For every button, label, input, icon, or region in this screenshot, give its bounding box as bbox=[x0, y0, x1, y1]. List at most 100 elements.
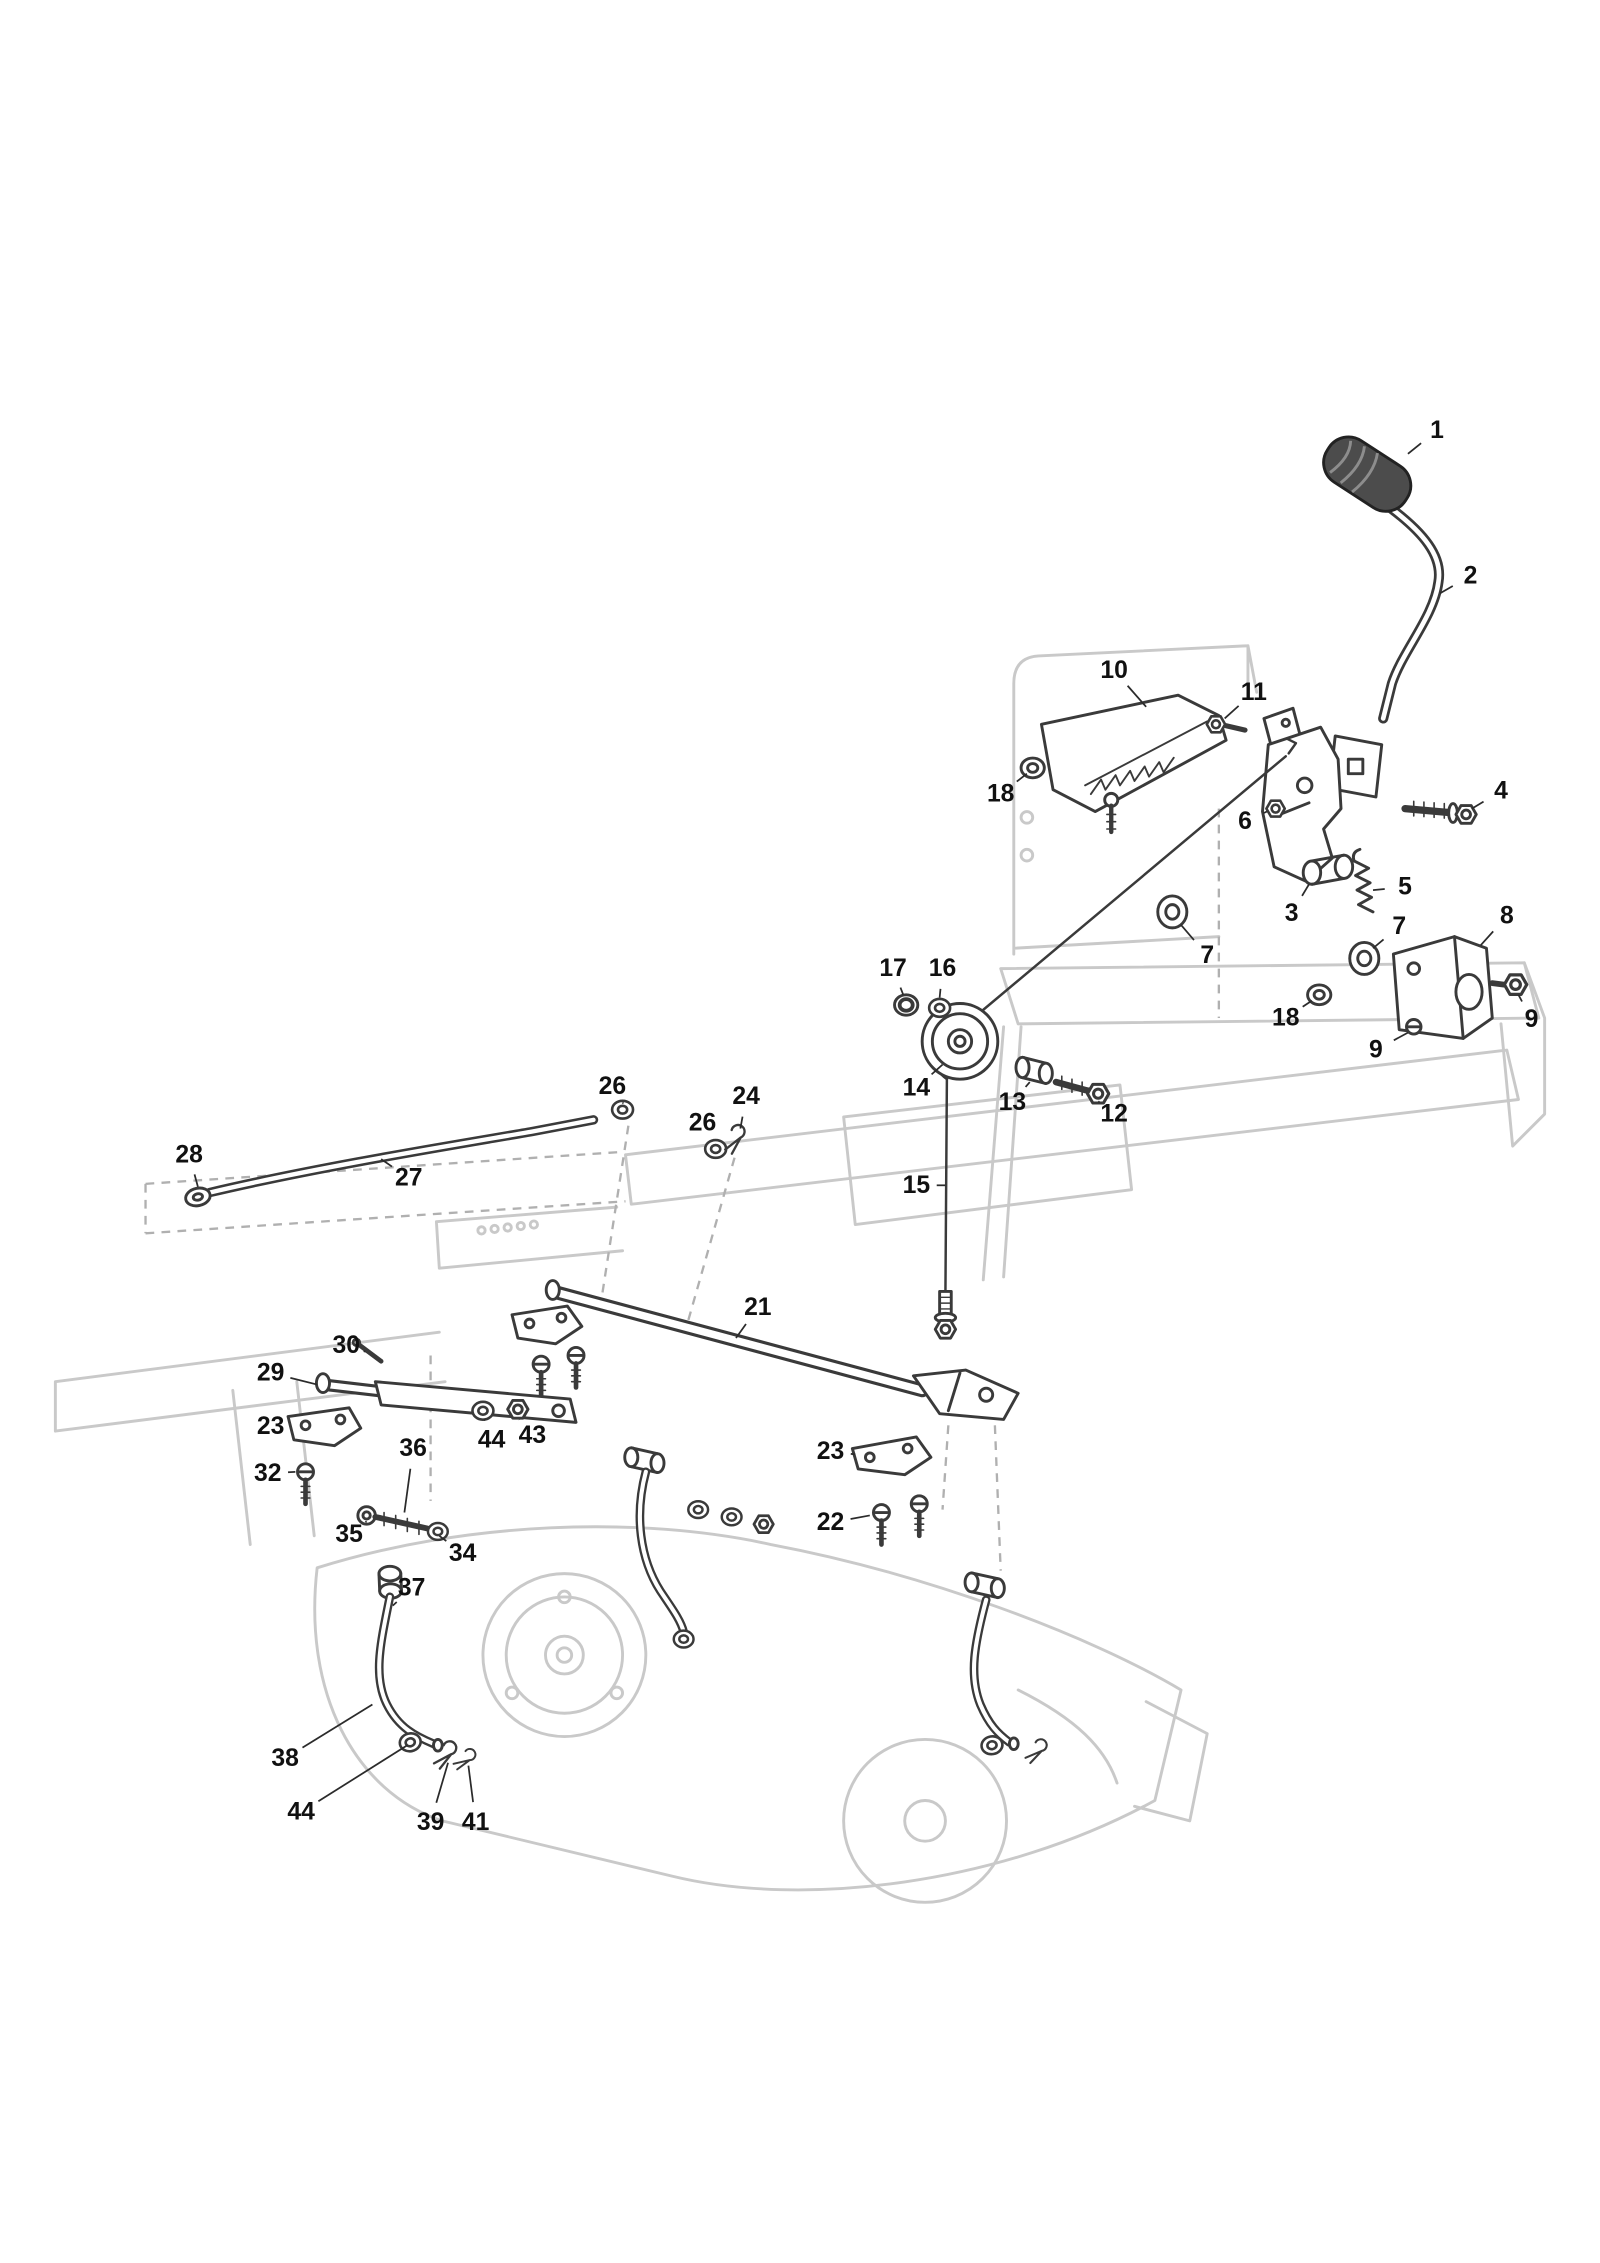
washer-26-lower bbox=[703, 1138, 728, 1160]
part-label-37: 37 bbox=[398, 1575, 426, 1602]
leader-layer bbox=[193, 442, 1523, 1804]
leader-line-24 bbox=[739, 1116, 744, 1129]
lever-bracket-assembly bbox=[1261, 706, 1384, 886]
leader-line-7 bbox=[1180, 924, 1195, 941]
part-label-43: 43 bbox=[519, 1422, 547, 1449]
part-label-44: 44 bbox=[287, 1799, 315, 1826]
leader-line-4 bbox=[1471, 800, 1484, 810]
screw-22-b bbox=[911, 1496, 927, 1536]
part-label-17: 17 bbox=[879, 955, 907, 982]
screw-22-middle-a bbox=[533, 1356, 549, 1396]
part-label-44: 44 bbox=[478, 1426, 506, 1453]
part-label-34: 34 bbox=[449, 1540, 477, 1567]
leader-line-16 bbox=[938, 988, 942, 998]
leader-line-36 bbox=[403, 1468, 412, 1513]
bracket-23-right bbox=[850, 1435, 933, 1477]
support-bracket-8 bbox=[1391, 935, 1494, 1040]
leader-line-13 bbox=[1024, 1081, 1031, 1088]
part-label-26: 26 bbox=[599, 1073, 627, 1100]
leader-line-18 bbox=[1016, 773, 1028, 783]
bolt-4 bbox=[1401, 800, 1478, 825]
part-label-16: 16 bbox=[929, 955, 956, 982]
screw-22-a bbox=[873, 1505, 889, 1545]
leader-line-18 bbox=[1302, 999, 1313, 1008]
part-label-9: 9 bbox=[1525, 1006, 1539, 1033]
part-label-5: 5 bbox=[1398, 874, 1412, 901]
leader-line-44 bbox=[317, 1744, 408, 1803]
leader-line-11 bbox=[1224, 705, 1240, 720]
part-label-36: 36 bbox=[399, 1435, 427, 1462]
construction-dashed-lines bbox=[429, 1125, 1002, 1571]
bracket-23-left bbox=[286, 1406, 363, 1448]
lift-lever-rod bbox=[1378, 503, 1445, 724]
bolt-9-right bbox=[1489, 973, 1529, 996]
bolt-12 bbox=[1052, 1075, 1111, 1105]
part-label-38: 38 bbox=[271, 1745, 299, 1772]
part-label-32: 32 bbox=[254, 1460, 281, 1487]
part-label-9: 9 bbox=[1369, 1037, 1383, 1064]
part-label-7: 7 bbox=[1392, 913, 1406, 940]
leader-line-22 bbox=[850, 1514, 870, 1520]
part-label-18: 18 bbox=[1272, 1005, 1299, 1032]
leader-line-35 bbox=[364, 1520, 368, 1523]
washer-44-upper bbox=[471, 1400, 495, 1421]
part-label-11: 11 bbox=[1241, 679, 1267, 706]
leader-line-26 bbox=[621, 1101, 625, 1105]
link-rod-middle bbox=[623, 1446, 775, 1649]
leader-line-9 bbox=[1517, 994, 1523, 1002]
leader-line-34 bbox=[438, 1535, 447, 1542]
part-label-35: 35 bbox=[335, 1521, 363, 1548]
part-label-27: 27 bbox=[395, 1165, 423, 1192]
ratchet-plate bbox=[1039, 693, 1228, 835]
leader-line-3 bbox=[1301, 883, 1310, 897]
bushing-7-right bbox=[1348, 940, 1381, 976]
leader-line-10 bbox=[1126, 685, 1147, 708]
washer-34 bbox=[426, 1521, 449, 1542]
leader-line-37 bbox=[392, 1601, 398, 1607]
part-label-6: 6 bbox=[1238, 808, 1252, 835]
part-label-2: 2 bbox=[1464, 562, 1478, 589]
part-label-14: 14 bbox=[903, 1074, 931, 1101]
nut-43 bbox=[506, 1398, 530, 1420]
leader-line-38 bbox=[302, 1703, 373, 1749]
part-label-8: 8 bbox=[1500, 903, 1514, 930]
part-label-1: 1 bbox=[1430, 417, 1444, 444]
leader-line-21 bbox=[735, 1323, 747, 1339]
part-label-3: 3 bbox=[1285, 900, 1299, 927]
leader-line-12 bbox=[1097, 1100, 1101, 1104]
part-label-12: 12 bbox=[1100, 1101, 1128, 1128]
bushing-7-left bbox=[1156, 894, 1189, 930]
bolt-9-lower bbox=[1405, 1018, 1423, 1036]
bolt-11 bbox=[1205, 714, 1248, 734]
leader-line-14 bbox=[930, 1063, 944, 1075]
bracket-23-middle bbox=[510, 1304, 584, 1346]
eyelet-28 bbox=[184, 1186, 212, 1208]
part-label-24: 24 bbox=[732, 1083, 760, 1110]
spacer-13 bbox=[1014, 1055, 1054, 1085]
washer-16 bbox=[927, 997, 952, 1019]
leader-line-5 bbox=[1372, 888, 1385, 891]
link-rod-right bbox=[963, 1571, 1050, 1768]
part-label-22: 22 bbox=[817, 1509, 844, 1536]
part-label-26: 26 bbox=[689, 1109, 717, 1136]
cutting-deck-ghost bbox=[313, 1525, 1209, 1904]
leader-line-6 bbox=[1263, 810, 1268, 814]
lifting-rod-21 bbox=[544, 1279, 1020, 1421]
leader-line-39 bbox=[435, 1762, 449, 1804]
lever-grip bbox=[1322, 435, 1413, 513]
leader-line-27 bbox=[380, 1158, 393, 1168]
part-label-15: 15 bbox=[903, 1172, 931, 1199]
leader-line-2 bbox=[1439, 585, 1454, 595]
leader-line-28 bbox=[193, 1174, 199, 1187]
part-label-10: 10 bbox=[1100, 657, 1128, 684]
part-label-29: 29 bbox=[257, 1359, 285, 1386]
part-label-13: 13 bbox=[999, 1089, 1026, 1116]
nut-6 bbox=[1265, 799, 1287, 818]
cable-pulley bbox=[920, 1002, 1000, 1081]
screw-22-middle-b bbox=[568, 1347, 584, 1387]
bolt-35 bbox=[356, 1505, 431, 1536]
spring-5 bbox=[1351, 847, 1375, 914]
leader-line-41 bbox=[467, 1765, 474, 1803]
